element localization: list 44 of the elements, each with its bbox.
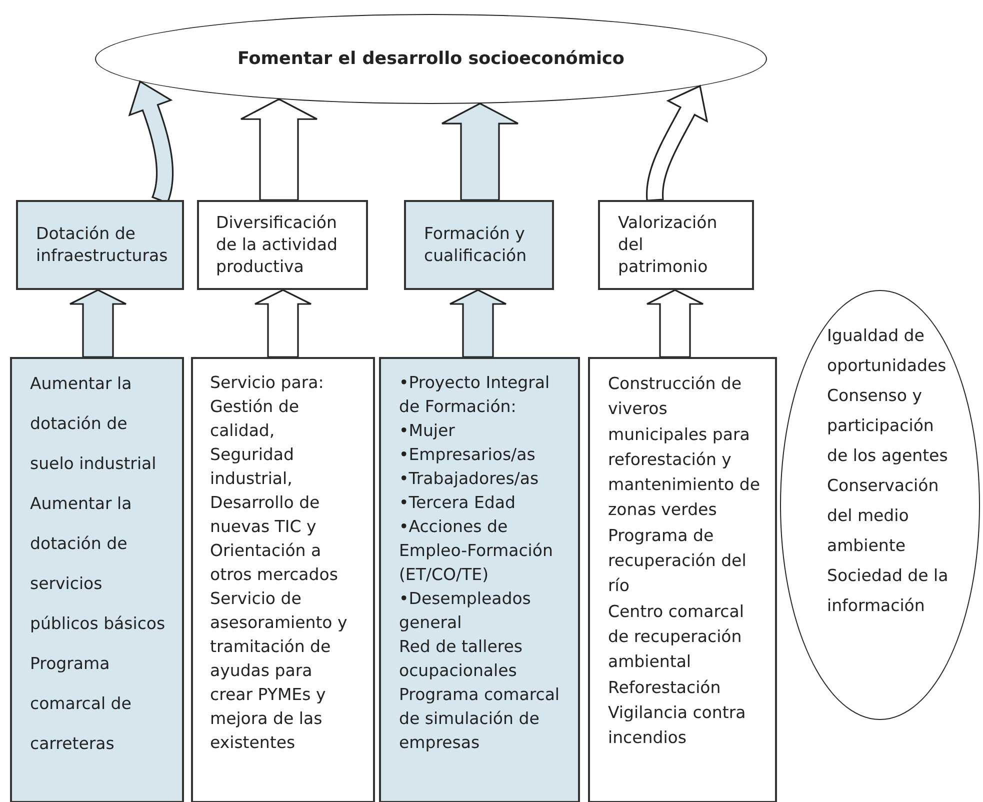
action-text: Reforestación xyxy=(608,676,722,699)
goal-text: Fomentar el desarrollo socioeconómico xyxy=(238,48,624,70)
action-text: Servicio de asesoramiento y tramitación de ayudas para crear PYMEs y mejora de las existentes xyxy=(210,588,348,754)
action-text: •Tercera Edad xyxy=(399,492,516,514)
objective-box xyxy=(404,200,554,290)
principles-ellipse xyxy=(780,290,980,720)
action-column xyxy=(379,357,580,802)
block-arrow xyxy=(254,289,312,358)
block-arrow xyxy=(449,289,507,358)
principle-text: Sociedad de la información xyxy=(827,565,950,617)
block-arrow xyxy=(240,98,318,201)
action-column xyxy=(588,357,777,802)
block-arrow xyxy=(441,102,519,201)
objective-box xyxy=(16,200,184,290)
action-text: •Proyecto Integral de Formación: xyxy=(399,372,551,418)
action-text: •Trabajadores/as xyxy=(399,468,540,490)
action-text: •Mujer xyxy=(399,420,456,442)
action-text: •Acciones de Empleo-Formación (ET/CO/TE) xyxy=(399,516,554,586)
objective-text: Formación y cualificación xyxy=(424,223,528,267)
objective-box xyxy=(197,200,368,290)
action-text: Vigilancia contra incendios xyxy=(608,702,747,750)
action-text: Programa de recuperación del río xyxy=(608,524,748,598)
action-text: Aumentar la dotación de servicios públicos básicos xyxy=(30,493,166,635)
action-column xyxy=(191,357,375,802)
block-arrow xyxy=(69,289,127,358)
action-column xyxy=(10,357,184,802)
action-text: Centro comarcal de recuperación ambiental xyxy=(608,600,745,674)
action-text: Aumentar la dotación de suelo industrial xyxy=(30,373,158,475)
objective-box xyxy=(598,200,754,290)
action-text: Programa comarcal de simulación de empresas xyxy=(399,684,561,754)
objective-text: Diversificación de la actividad productiva xyxy=(216,212,338,278)
principle-text: Igualdad de oportunidades xyxy=(827,325,948,377)
principle-text: Conservación del medio ambiente xyxy=(827,475,940,557)
curved-block-arrow xyxy=(646,84,708,202)
action-text: •Desempleados general xyxy=(399,588,532,634)
action-text: Red de talleres ocupacionales xyxy=(399,636,524,682)
block-arrow xyxy=(646,289,704,358)
objective-text: Valorización del patrimonio xyxy=(618,212,718,278)
action-text: •Empresarios/as xyxy=(399,444,536,466)
objective-text: Dotación de infraestructuras xyxy=(36,223,169,267)
action-text: Servicio para: Gestión de calidad, Seguridad industrial, Desarrollo de nuevas TIC y Orientación a otros mercados xyxy=(210,372,339,586)
action-text: Construcción de viveros municipales para reforestación y mantenimiento de zonas verdes xyxy=(608,373,762,522)
action-text: Programa comarcal de carreteras xyxy=(30,653,132,755)
principle-text: Consenso y participación de los agentes xyxy=(827,385,949,467)
